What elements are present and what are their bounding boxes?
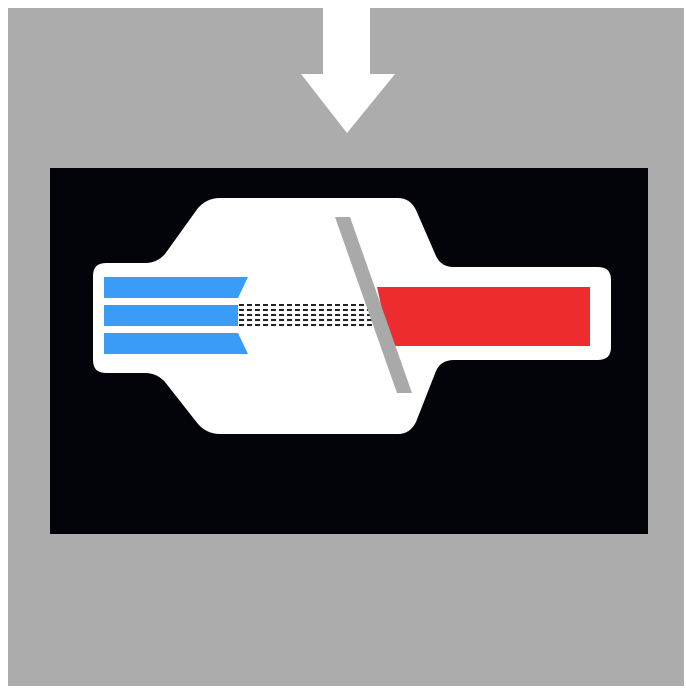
input-channel [104,305,238,326]
input-channel [104,333,248,354]
input-channel [104,277,248,298]
input-channels [104,277,248,354]
output-channel [377,287,590,346]
